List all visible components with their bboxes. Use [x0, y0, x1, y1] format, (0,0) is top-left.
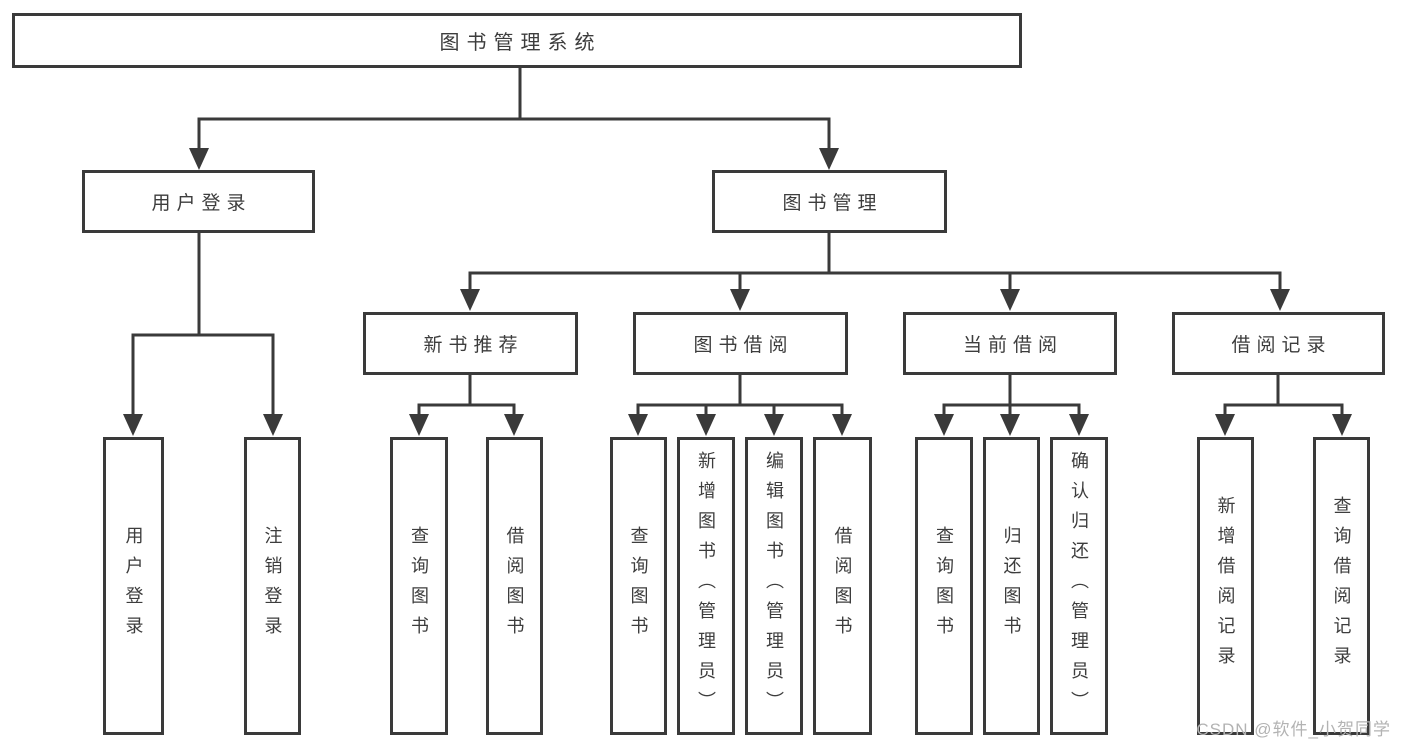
leaf-label: 查询借阅记录: [1331, 496, 1352, 676]
leaf-rec-query-books: 查询图书: [390, 437, 448, 735]
leaf-bb-borrow-books: 借阅图书: [813, 437, 872, 735]
leaf-bb-add-books-admin: 新增图书（管理员）: [677, 437, 735, 735]
node-borrowing-records: 借阅记录: [1172, 312, 1385, 375]
leaf-bb-edit-books-admin: 编辑图书（管理员）: [745, 437, 803, 735]
node-label: 图书管理系统: [439, 32, 602, 54]
leaf-cb-return-books: 归还图书: [983, 437, 1040, 735]
leaf-user-login: 用户登录: [103, 437, 164, 735]
leaf-label: 编辑图书（管理员）: [764, 451, 784, 721]
leaf-label: 查询图书: [934, 526, 954, 646]
arrowheads: [123, 148, 1352, 436]
leaf-logout-login: 注销登录: [244, 437, 301, 735]
node-current-borrowing: 当前借阅: [903, 312, 1117, 375]
node-label: 借阅记录: [1231, 335, 1332, 356]
leaf-label: 注销登录: [262, 526, 283, 646]
node-book-management: 图书管理: [712, 170, 947, 233]
leaf-bb-query-books: 查询图书: [610, 437, 667, 735]
leaf-label: 归还图书: [1001, 526, 1022, 646]
leaf-label: 确认归还（管理员）: [1069, 451, 1089, 721]
node-label: 图书借阅: [693, 335, 794, 356]
node-label: 用户登录: [151, 193, 252, 214]
node-user-login: 用户登录: [82, 170, 315, 233]
leaf-cb-confirm-return-admin: 确认归还（管理员）: [1050, 437, 1108, 735]
leaf-label: 用户登录: [123, 526, 144, 646]
node-label: 当前借阅: [962, 335, 1063, 356]
csdn-watermark: CSDN @软件_小贺同学: [1196, 720, 1391, 739]
leaf-rec-borrow-books: 借阅图书: [486, 437, 543, 735]
leaf-cb-query-books: 查询图书: [915, 437, 973, 735]
leaf-label: 新增图书（管理员）: [696, 451, 716, 721]
leaf-label: 查询图书: [409, 526, 429, 646]
leaf-label: 借阅图书: [504, 526, 525, 646]
node-book-borrowing: 图书借阅: [633, 312, 848, 375]
leaf-br-add-record: 新增借阅记录: [1197, 437, 1254, 735]
connector-lines: [131, 68, 1344, 416]
node-new-book-recommend: 新书推荐: [363, 312, 578, 375]
leaf-label: 借阅图书: [832, 526, 853, 646]
node-label: 图书管理: [782, 193, 883, 214]
leaf-br-query-record: 查询借阅记录: [1313, 437, 1370, 735]
leaf-label: 查询图书: [628, 526, 649, 646]
leaf-label: 新增借阅记录: [1215, 496, 1236, 676]
node-label: 新书推荐: [423, 335, 524, 356]
node-library-system: 图书管理系统: [12, 13, 1022, 68]
